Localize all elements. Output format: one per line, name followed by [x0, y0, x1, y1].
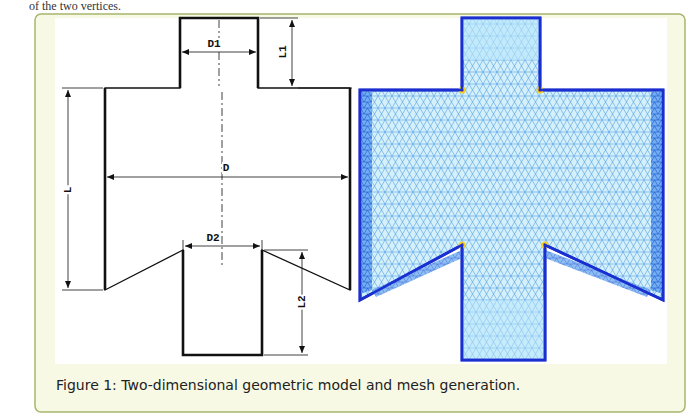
- figure-caption: Figure 1: Two-dimensional geometric mode…: [56, 377, 656, 394]
- dimension-label: L2: [296, 294, 308, 309]
- dimension-label: D: [222, 162, 231, 174]
- figure-frame: [35, 14, 685, 412]
- mesh-illustration: [360, 18, 663, 360]
- geometric-model: [62, 18, 352, 355]
- dimension-label: D1: [206, 38, 221, 50]
- dimension-label: L1: [277, 44, 289, 59]
- dimension-label: L: [62, 186, 74, 195]
- body-text-fragment: of the two vertices.: [29, 0, 121, 13]
- image-ground: [55, 18, 667, 364]
- dimension-label: D2: [205, 232, 220, 244]
